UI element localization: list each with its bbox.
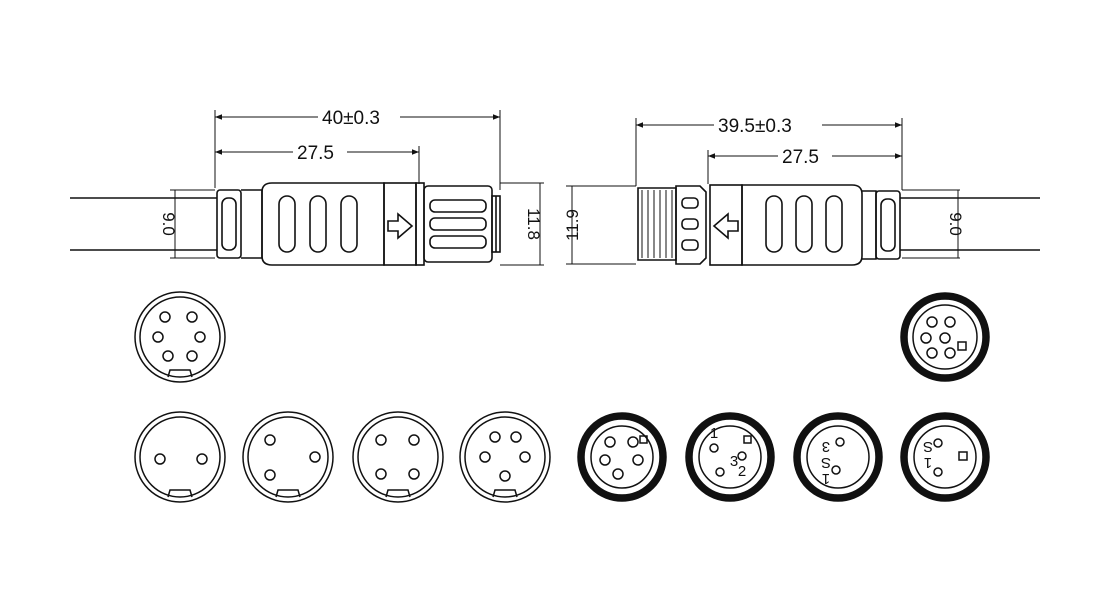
plug-face-4pin bbox=[352, 411, 444, 503]
female-socket bbox=[637, 184, 1040, 266]
socket-face-3hole-b bbox=[793, 412, 883, 502]
socket-face-top bbox=[900, 292, 990, 382]
socket-face-2hole bbox=[900, 412, 990, 502]
male-plug bbox=[70, 182, 501, 266]
plug-face-2pin bbox=[134, 411, 226, 503]
plug-face-3pin bbox=[242, 411, 334, 503]
face2-pin-3: 3 bbox=[730, 453, 738, 470]
dim-plug-body: 27.5 bbox=[297, 143, 334, 164]
plug-face-5pin bbox=[134, 291, 226, 383]
socket-face-5hole bbox=[577, 412, 667, 502]
face2-pin-2: 2 bbox=[738, 463, 746, 480]
face4-pin-s: S bbox=[923, 438, 933, 455]
dim-socket-body: 27.5 bbox=[782, 147, 819, 168]
plug-face-5pin-b bbox=[459, 411, 551, 503]
face3-pin-1: 1 bbox=[822, 470, 830, 487]
face4-pin-1: 1 bbox=[924, 454, 932, 471]
plug-dimensions bbox=[170, 110, 544, 266]
face2-pin-1: 1 bbox=[710, 425, 718, 442]
dim-socket-dia: 11.9 bbox=[563, 209, 582, 241]
dim-plug-overall: 40±0.3 bbox=[322, 108, 380, 129]
dim-plug-coupling-dia: 11.8 bbox=[524, 208, 543, 240]
socket-dimensions bbox=[566, 118, 960, 265]
face3-pin-3: 3 bbox=[822, 438, 830, 455]
dim-plug-cable-dia: 9.0 bbox=[159, 212, 178, 236]
face3-pin-s: S bbox=[821, 454, 831, 471]
socket-face-3hole-a bbox=[685, 412, 775, 502]
dim-socket-cable-dia: 9.0 bbox=[946, 212, 965, 236]
dim-socket-overall: 39.5±0.3 bbox=[718, 116, 792, 137]
